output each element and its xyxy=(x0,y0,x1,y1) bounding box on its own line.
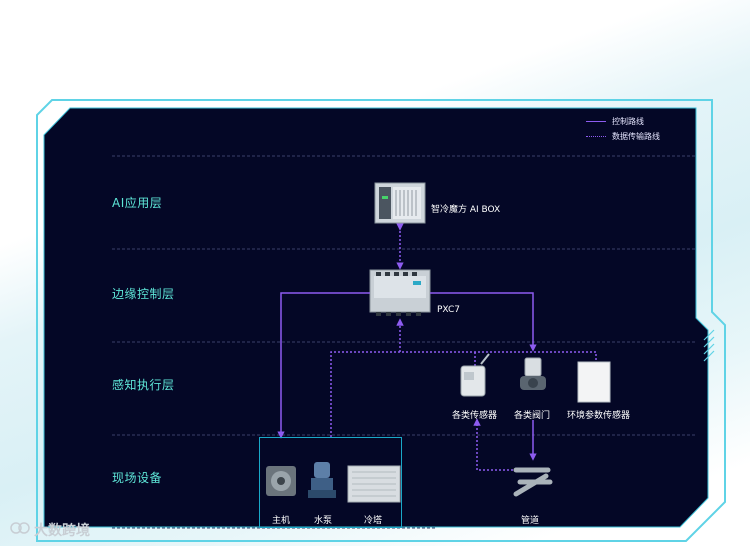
legend-control-route: 控制路线 xyxy=(586,116,644,127)
panel-background xyxy=(43,107,709,528)
watermark-text: 大数跨境 xyxy=(34,523,90,539)
node-label-tower: 冷塔 xyxy=(364,516,383,526)
control-line-to-valves xyxy=(430,292,537,352)
tower-device xyxy=(347,465,401,503)
pump-device xyxy=(308,462,336,498)
layer-separators xyxy=(112,155,696,529)
sensor-device xyxy=(460,353,490,397)
legend-control-label: 控制路线 xyxy=(612,117,644,126)
node-label-valves: 各类阀门 xyxy=(514,411,551,421)
node-label-sensors: 各类传感器 xyxy=(452,411,498,421)
pxc7-device xyxy=(369,269,431,316)
host-device xyxy=(266,466,296,496)
node-label-pxc7: PXC7 xyxy=(437,305,460,315)
legend-solid-line xyxy=(586,121,606,122)
field-devices-box xyxy=(259,437,402,528)
control-line-to-field xyxy=(277,292,370,439)
pipe-device xyxy=(513,467,553,497)
env-sensor-device xyxy=(577,361,611,403)
legend-dotted-line xyxy=(586,136,606,137)
node-label-pipe: 管道 xyxy=(521,516,540,526)
legend-data-route: 数据传输路线 xyxy=(586,131,660,142)
layer-label-edge: 边缘控制层 xyxy=(112,287,175,301)
node-label-aibox: 智冷魔方 AI BOX xyxy=(431,205,501,215)
frame-hatch-decoration xyxy=(703,329,715,362)
layer-label-field: 现场设备 xyxy=(112,471,163,485)
valve-device xyxy=(520,357,546,390)
legend-data-label: 数据传输路线 xyxy=(612,132,660,141)
node-label-host: 主机 xyxy=(272,516,291,526)
node-label-env-sensor: 环境参数传感器 xyxy=(567,411,631,421)
layer-label-ai: AI应用层 xyxy=(112,196,163,210)
node-label-pump: 水泵 xyxy=(314,516,333,526)
watermark-logo-icon xyxy=(10,522,30,534)
data-line-return xyxy=(330,351,597,437)
aibox-device xyxy=(374,182,426,224)
layer-label-sense: 感知执行层 xyxy=(112,378,175,392)
outer-frame xyxy=(36,99,726,542)
data-line-pipe-sensor xyxy=(473,418,513,471)
